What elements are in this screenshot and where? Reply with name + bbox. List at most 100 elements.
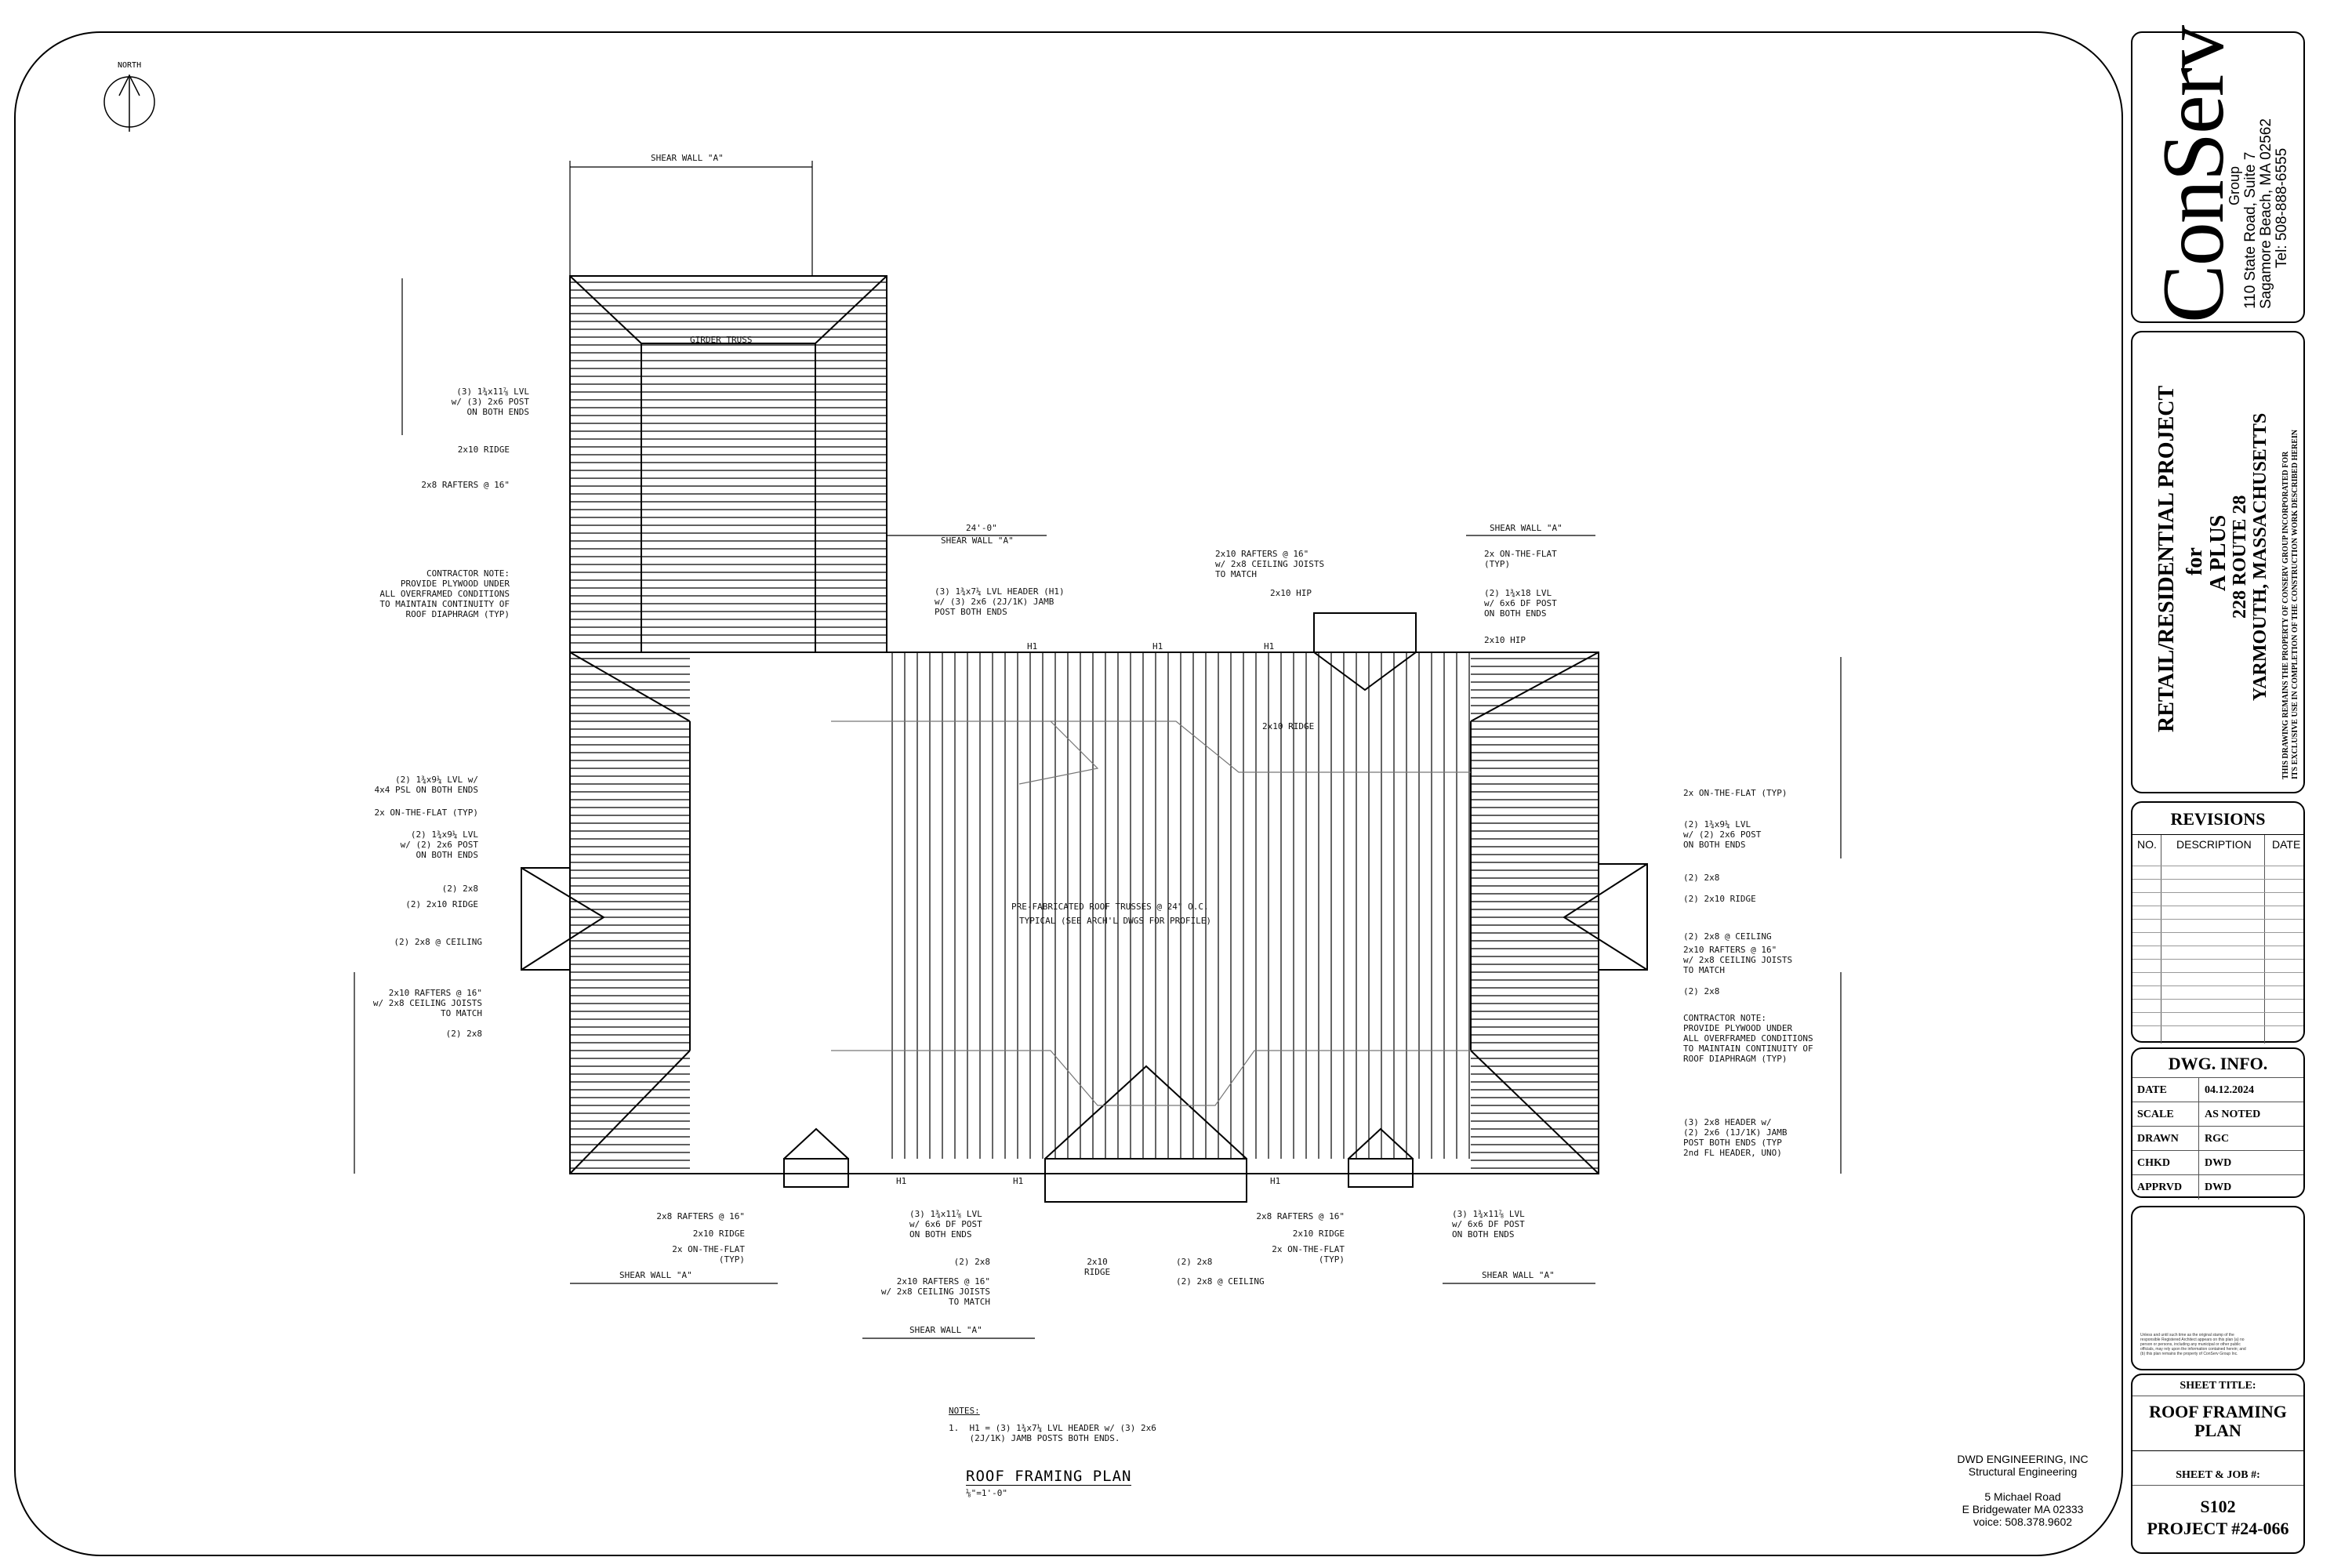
left-label-9: (2) 2x8 @ CEILING <box>394 937 482 947</box>
left-label-0: (3) 1¾x11⅞ LVL w/ (3) 2x6 POST ON BOTH E… <box>451 387 529 417</box>
engineer-name: DWD ENGINEERING, INC <box>1957 1453 2089 1465</box>
right-label-6: (2) 2x8 <box>1683 986 1720 996</box>
left-label-7: (2) 2x8 <box>441 884 478 894</box>
right-label-3: (2) 2x10 RIDGE <box>1683 894 1756 904</box>
engineer-block: DWD ENGINEERING, INC Structural Engineer… <box>1944 1453 2101 1528</box>
logo-sub: Group <box>2227 165 2242 205</box>
stamp-box: Unless and until such time as the origin… <box>2131 1206 2305 1370</box>
top-label-2: 2x10 HIP <box>1270 588 1312 598</box>
left-label-3: CONTRACTOR NOTE: PROVIDE PLYWOOD UNDER A… <box>379 568 510 619</box>
sheet-title-label: SHEET TITLE: <box>2180 1380 2256 1392</box>
bottom-label-3: (3) 1¾x11⅞ LVL w/ 6x6 DF POST ON BOTH EN… <box>909 1209 982 1240</box>
stamp-note: Unless and until such time as the origin… <box>2140 1333 2246 1356</box>
left-label-8: (2) 2x10 RIDGE <box>405 899 478 909</box>
top-label-0: (3) 1¾x7¼ LVL HEADER (H1) w/ (3) 2x6 (2J… <box>935 586 1065 617</box>
roof-framing-plan-drawing <box>354 161 1842 1339</box>
right-label-8: (3) 2x8 HEADER w/ (2) 2x6 (1J/1K) JAMB P… <box>1683 1117 1788 1158</box>
rev-header-date: DATE <box>2272 838 2301 851</box>
engineer-address1: 5 Michael Road <box>1984 1490 2061 1503</box>
sheet-box: SHEET TITLE: ROOF FRAMING PLAN SHEET & J… <box>2131 1374 2305 1554</box>
h1-label-6: H1 <box>1270 1176 1281 1186</box>
bottom-label-12: (3) 1¾x11⅞ LVL w/ 6x6 DF POST ON BOTH EN… <box>1452 1209 1525 1240</box>
top-label-3: 2x ON-THE-FLAT (TYP) <box>1484 549 1557 569</box>
right-label-0: 2x ON-THE-FLAT (TYP) <box>1683 788 1788 798</box>
engineer-type: Structural Engineering <box>1968 1465 2078 1478</box>
center-note-1: PRE-FABRICATED ROOF TRUSSES @ 24" O.C. <box>1011 902 1209 912</box>
project-line2: for <box>2183 547 2207 575</box>
top-label-5: 2x10 HIP <box>1484 635 1526 645</box>
top-label-6: 2x10 RIDGE <box>1262 721 1315 731</box>
note-1: 1. H1 = (3) 1¾x7¼ LVL HEADER w/ (3) 2x6 <box>949 1423 1156 1433</box>
shear-wall-label-se: SHEAR WALL "A" <box>1482 1270 1555 1280</box>
right-label-1: (2) 1¾x9¼ LVL w/ (2) 2x6 POST ON BOTH EN… <box>1683 819 1762 850</box>
north-label: NORTH <box>118 61 142 70</box>
bottom-label-9: 2x8 RAFTERS @ 16" <box>1256 1211 1345 1221</box>
sheet-project: PROJECT #24-066 <box>2147 1519 2289 1538</box>
girder-truss-top: GIRDER TRUSS <box>690 335 753 345</box>
bottom-label-11: 2x ON-THE-FLAT (TYP) <box>1272 1244 1345 1265</box>
left-label-4: (2) 1¾x9¼ LVL w/ 4x4 PSL ON BOTH ENDS <box>374 775 478 795</box>
left-label-6: (2) 1¾x9¼ LVL w/ (2) 2x6 POST ON BOTH EN… <box>400 829 478 860</box>
revisions-title: REVISIONS <box>2170 809 2266 829</box>
top-label-4: (2) 1¾x18 LVL w/ 6x6 DF POST ON BOTH END… <box>1484 588 1557 619</box>
shear-wall-label-top: SHEAR WALL "A" <box>651 153 724 163</box>
plan-scale: ⅛"=1'-0" <box>966 1488 1007 1498</box>
north-arrow-icon <box>103 74 155 132</box>
revisions-grid: NO. DESCRIPTION DATE <box>2132 834 2303 1044</box>
bottom-label-6: 2x10 RIDGE <box>1084 1257 1111 1277</box>
shear-wall-label-ne: SHEAR WALL "A" <box>1490 523 1563 533</box>
dim-24ft: 24'-0" <box>966 523 997 533</box>
left-label-11: (2) 2x8 <box>445 1029 482 1039</box>
right-label-4: (2) 2x8 @ CEILING <box>1683 931 1772 942</box>
bottom-label-4: (2) 2x8 <box>953 1257 990 1267</box>
right-label-5: 2x10 RAFTERS @ 16" w/ 2x8 CEILING JOISTS… <box>1683 945 1793 975</box>
shear-wall-label-s: SHEAR WALL "A" <box>909 1325 982 1335</box>
h1-label-4: H1 <box>896 1176 907 1186</box>
project-line3: A PLUS <box>2206 514 2230 591</box>
bottom-label-7: (2) 2x8 <box>1176 1257 1213 1267</box>
h1-label-2: H1 <box>1152 641 1163 652</box>
rev-header-no: NO. <box>2137 838 2157 851</box>
plan-title: ROOF FRAMING PLAN <box>966 1468 1132 1486</box>
center-note-2: TYPICAL (SEE ARCH'L DWGS FOR PROFILE) <box>1019 916 1212 926</box>
bottom-label-8: (2) 2x8 @ CEILING <box>1176 1276 1265 1287</box>
shear-wall-label-sw: SHEAR WALL "A" <box>619 1270 692 1280</box>
bottom-label-5: 2x10 RAFTERS @ 16" w/ 2x8 CEILING JOISTS… <box>880 1276 990 1307</box>
logo-box: ConServ Group 110 State Road, Suite 7 Sa… <box>2131 27 2305 323</box>
top-label-1: 2x10 RAFTERS @ 16" w/ 2x8 CEILING JOISTS… <box>1215 549 1325 579</box>
sheet-job-label: SHEET & JOB #: <box>2176 1469 2260 1481</box>
h1-label-3: H1 <box>1264 641 1275 652</box>
right-label-7: CONTRACTOR NOTE: PROVIDE PLYWOOD UNDER A… <box>1683 1013 1813 1064</box>
h1-label-1: H1 <box>1027 641 1038 652</box>
dwg-info-title: DWG. INFO. <box>2168 1054 2268 1073</box>
h1-label-5: H1 <box>1013 1176 1024 1186</box>
rev-header-desc: DESCRIPTION <box>2176 838 2252 851</box>
right-label-2: (2) 2x8 <box>1683 873 1720 883</box>
bottom-label-0: 2x8 RAFTERS @ 16" <box>656 1211 745 1221</box>
left-label-5: 2x ON-THE-FLAT (TYP) <box>374 808 478 818</box>
left-label-2: 2x8 RAFTERS @ 16" <box>421 480 510 490</box>
left-label-10: 2x10 RAFTERS @ 16" w/ 2x8 CEILING JOISTS… <box>372 988 482 1018</box>
company-address2: Sagamore Beach, MA 02562 <box>2258 118 2274 309</box>
bottom-label-1: 2x10 RIDGE <box>692 1229 745 1239</box>
sheet-border <box>14 31 2123 1556</box>
project-line5: YARMOUTH, MASSACHUSETTS <box>2250 412 2270 701</box>
shear-wall-label-mid: SHEAR WALL "A" <box>941 535 1014 546</box>
revisions-box: REVISIONS NO. DESCRIPTION DATE <box>2131 801 2305 1044</box>
project-box: RETAIL/RESIDENTIAL PROJECT for A PLUS 22… <box>2131 331 2305 793</box>
engineer-address2: E Bridgewater MA 02333 <box>1962 1503 2084 1515</box>
project-line1: RETAIL/RESIDENTIAL PROJECT <box>2154 385 2179 732</box>
sheet-number: S102 <box>2200 1497 2236 1516</box>
project-line4: 228 ROUTE 28 <box>2230 495 2250 619</box>
notes-heading: NOTES: <box>949 1406 980 1416</box>
bottom-label-2: 2x ON-THE-FLAT (TYP) <box>672 1244 745 1265</box>
sheet-title-2: PLAN <box>2194 1421 2241 1440</box>
disclaimer-2: ITS EXCLUSIVE USE IN COMPLETION OF THE C… <box>2291 429 2299 779</box>
company-address1: 110 State Road, Suite 7 <box>2242 151 2259 309</box>
engineer-voice: voice: 508.378.9602 <box>1973 1515 2073 1528</box>
company-tel: Tel: 508-888-6555 <box>2274 147 2290 268</box>
